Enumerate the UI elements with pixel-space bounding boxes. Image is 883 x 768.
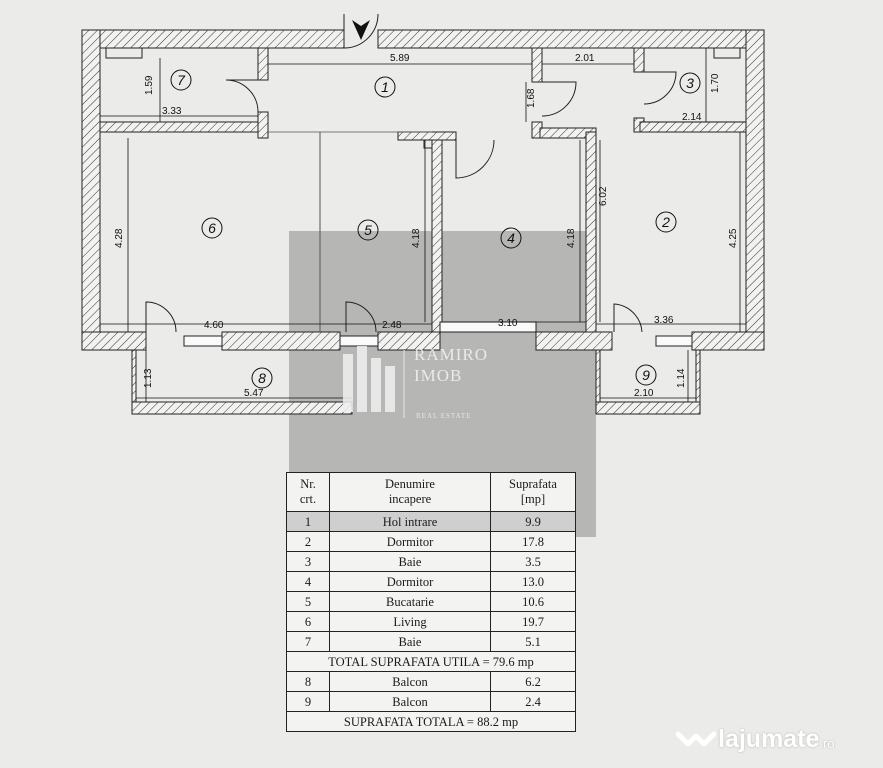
brand-word: lajumate bbox=[718, 724, 820, 753]
table-row: 2 Dormitor 17.8 bbox=[286, 531, 576, 552]
room-number-4: 4 bbox=[507, 230, 515, 246]
header-area: Suprafata[mp] bbox=[490, 472, 576, 512]
cell-nr: 8 bbox=[286, 671, 330, 692]
lajumate-logo: lajumate .ro bbox=[676, 724, 835, 754]
cell-area: 6.2 bbox=[490, 671, 576, 692]
table-row: 3 Baie 3.5 bbox=[286, 551, 576, 572]
dim-bath7-height: 1.59 bbox=[144, 75, 155, 95]
table-row: 6 Living 19.7 bbox=[286, 611, 576, 632]
cell-nr: 5 bbox=[286, 591, 330, 612]
table-row: 8 Balcon 6.2 bbox=[286, 671, 576, 692]
dim-east-height: 6.02 bbox=[598, 186, 609, 206]
dim-balc9-width: 2.10 bbox=[634, 388, 654, 399]
cell-name: Balcon bbox=[329, 671, 491, 692]
watermark-tagline: REAL ESTATE bbox=[416, 412, 471, 420]
cell-area: 13.0 bbox=[490, 571, 576, 592]
exterior-walls bbox=[81, 29, 765, 351]
room-number-2: 2 bbox=[661, 214, 670, 230]
door-swings bbox=[145, 13, 677, 333]
cell-nr: 2 bbox=[286, 531, 330, 552]
cell-nr: 3 bbox=[286, 551, 330, 572]
windows bbox=[183, 321, 693, 347]
cell-nr: 6 bbox=[286, 611, 330, 632]
room-number-7: 7 bbox=[177, 72, 186, 88]
room-number-3: 3 bbox=[686, 75, 694, 91]
entrance-arrow-icon bbox=[352, 20, 370, 40]
room-number-1: 1 bbox=[381, 79, 389, 95]
dimension-lines bbox=[100, 48, 746, 402]
table-row: 7 Baie 5.1 bbox=[286, 631, 576, 652]
dim-balc8-width: 5.47 bbox=[244, 388, 264, 399]
cell-name: Baie bbox=[329, 631, 491, 652]
cell-area: 10.6 bbox=[490, 591, 576, 612]
balconies bbox=[131, 349, 701, 415]
watermark-name-1: RAMIRO bbox=[414, 345, 488, 364]
total-text: SUPRAFATA TOTALA = 88.2 mp bbox=[286, 711, 576, 732]
total-util-text: TOTAL SUPRAFATA UTILA = 79.6 mp bbox=[286, 651, 576, 672]
dim-living-width: 4.60 bbox=[204, 320, 224, 331]
dim-bath3-width: 2.14 bbox=[682, 112, 702, 123]
cell-name: Living bbox=[329, 611, 491, 632]
cell-nr: 7 bbox=[286, 631, 330, 652]
dim-bath3-top: 2.01 bbox=[575, 53, 595, 64]
watermark-name-2: IMOB bbox=[414, 366, 462, 385]
dim-kitchen-width: 2.48 bbox=[382, 320, 402, 331]
cell-area: 9.9 bbox=[490, 511, 576, 532]
handshake-icon bbox=[676, 731, 716, 747]
cell-nr: 4 bbox=[286, 571, 330, 592]
room-number-8: 8 bbox=[258, 370, 266, 386]
brand-tld: .ro bbox=[819, 735, 835, 751]
dim-hall-width: 5.89 bbox=[390, 53, 410, 64]
room-numbers: 1 2 3 4 5 6 7 8 9 bbox=[177, 72, 694, 386]
interior-walls bbox=[99, 47, 747, 333]
dim-bath3-height: 1.70 bbox=[710, 73, 721, 93]
cell-name: Hol intrare bbox=[329, 511, 491, 532]
header-nr: Nr.crt. bbox=[286, 472, 330, 512]
dimension-labels: 5.89 2.01 1.70 2.14 1.59 3.33 1.68 4.28 … bbox=[114, 53, 739, 399]
cell-area: 19.7 bbox=[490, 611, 576, 632]
table-row: 9 Balcon 2.4 bbox=[286, 691, 576, 712]
dim-balc9-height: 1.14 bbox=[676, 368, 687, 388]
cell-area: 3.5 bbox=[490, 551, 576, 572]
dim-bed2-width: 3.36 bbox=[654, 315, 674, 326]
dim-hall-passage: 1.68 bbox=[526, 88, 537, 108]
cell-nr: 1 bbox=[286, 511, 330, 532]
room-number-5: 5 bbox=[364, 222, 372, 238]
dim-living-height: 4.28 bbox=[114, 228, 125, 248]
cell-name: Bucatarie bbox=[329, 591, 491, 612]
cell-area: 2.4 bbox=[490, 691, 576, 712]
cell-name: Dormitor bbox=[329, 531, 491, 552]
dim-bed4-height: 4.18 bbox=[566, 228, 577, 248]
room-number-9: 9 bbox=[642, 367, 650, 383]
cell-name: Baie bbox=[329, 551, 491, 572]
dim-kitchen-height: 4.18 bbox=[411, 228, 422, 248]
table-row: 5 Bucatarie 10.6 bbox=[286, 591, 576, 612]
cell-name: Dormitor bbox=[329, 571, 491, 592]
dim-bath7-width: 3.33 bbox=[162, 106, 182, 117]
dim-bed2-height: 4.25 bbox=[728, 228, 739, 248]
cell-area: 5.1 bbox=[490, 631, 576, 652]
cell-nr: 9 bbox=[286, 691, 330, 712]
dim-bed4-width: 3.10 bbox=[498, 318, 518, 329]
table-row: 4 Dormitor 13.0 bbox=[286, 571, 576, 592]
total-row: SUPRAFATA TOTALA = 88.2 mp bbox=[286, 711, 576, 732]
room-number-6: 6 bbox=[208, 220, 216, 236]
room-labels bbox=[170, 69, 701, 389]
table-row: 1 Hol intrare 9.9 bbox=[286, 511, 576, 532]
total-util-row: TOTAL SUPRAFATA UTILA = 79.6 mp bbox=[286, 651, 576, 672]
dim-balc8-height: 1.13 bbox=[143, 368, 154, 388]
cell-name: Balcon bbox=[329, 691, 491, 712]
cell-area: 17.8 bbox=[490, 531, 576, 552]
watermark-logo: RAMIRO IMOB REAL ESTATE bbox=[343, 345, 488, 420]
